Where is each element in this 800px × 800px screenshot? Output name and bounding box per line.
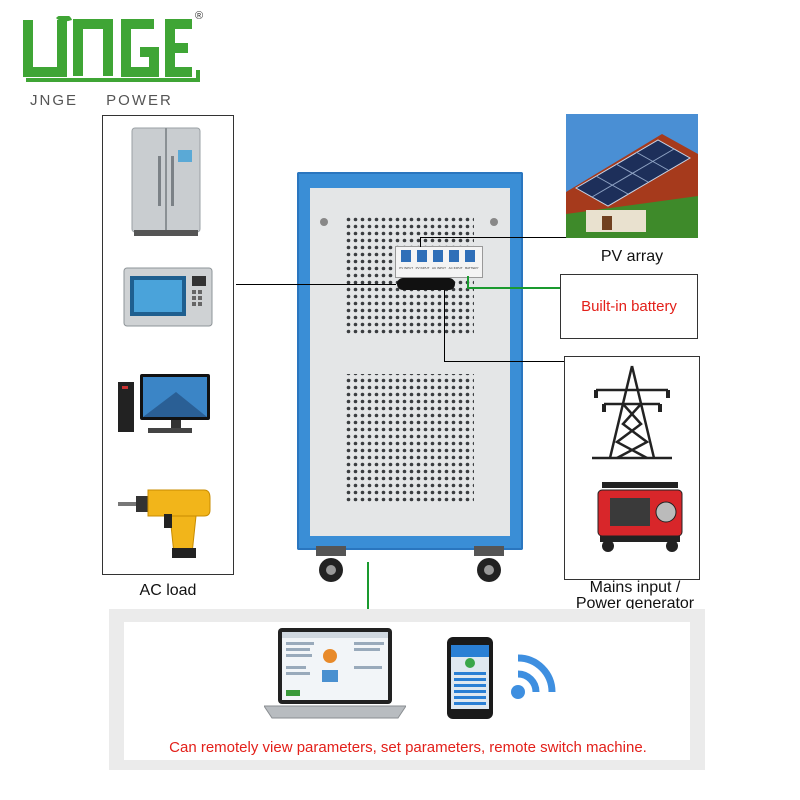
connector-pv-h (420, 237, 566, 238)
cabinet-display (397, 278, 455, 290)
breaker-switches (401, 250, 475, 262)
pv-array-photo (566, 114, 698, 238)
breaker-label: AC INPUT (448, 266, 463, 270)
jnge-logo-icon (23, 16, 200, 82)
connector-pv-v (420, 237, 421, 247)
power-generator-icon (597, 482, 683, 552)
smartphone-icon (447, 637, 493, 719)
breaker-label: AC INPUT (432, 266, 447, 270)
power-tower-icon (592, 365, 672, 460)
ac-load-label: AC load (139, 582, 197, 599)
breaker-label: PV INPUT (399, 266, 414, 270)
laptop-icon (264, 628, 406, 719)
connector-mains-h (444, 361, 564, 362)
connector-remote (367, 562, 369, 628)
mains-input-label-line1: Mains input / (589, 579, 681, 596)
pv-array-label: PV array (600, 248, 664, 265)
built-in-battery-box (560, 274, 698, 339)
mains-input-label-line2: Power generator (575, 595, 695, 612)
mains-input-box (564, 356, 700, 580)
cabinet-wheel-right (474, 546, 504, 582)
remote-monitor-inner (124, 622, 690, 760)
desktop-computer-icon (118, 374, 210, 433)
connector-ac-load (236, 284, 396, 285)
cabinet-vent-grille (320, 216, 498, 504)
connector-battery-h (467, 287, 560, 289)
built-in-battery-label: Built-in battery (581, 298, 677, 315)
breaker-label: BATTERY (465, 266, 479, 270)
logo-subtitle: JNGE POWER (30, 92, 173, 109)
refrigerator-icon (131, 127, 201, 236)
logo-name: JNGE (22, 16, 23, 17)
electric-drill-icon (118, 489, 211, 558)
microwave-icon (123, 267, 213, 327)
connector-battery-v (467, 276, 469, 288)
cabinet-wheel-left (316, 546, 346, 582)
wifi-signal-icon (511, 654, 556, 699)
breaker-labels: PV INPUT PV INPUT AC INPUT AC INPUT BATT… (398, 266, 480, 274)
breaker-label: PV INPUT (415, 266, 430, 270)
registered-mark: ® (195, 10, 204, 22)
connector-mains-v (444, 290, 445, 362)
solar-house-icon (566, 114, 698, 238)
remote-features-caption: Can remotely view parameters, set parame… (169, 739, 647, 756)
